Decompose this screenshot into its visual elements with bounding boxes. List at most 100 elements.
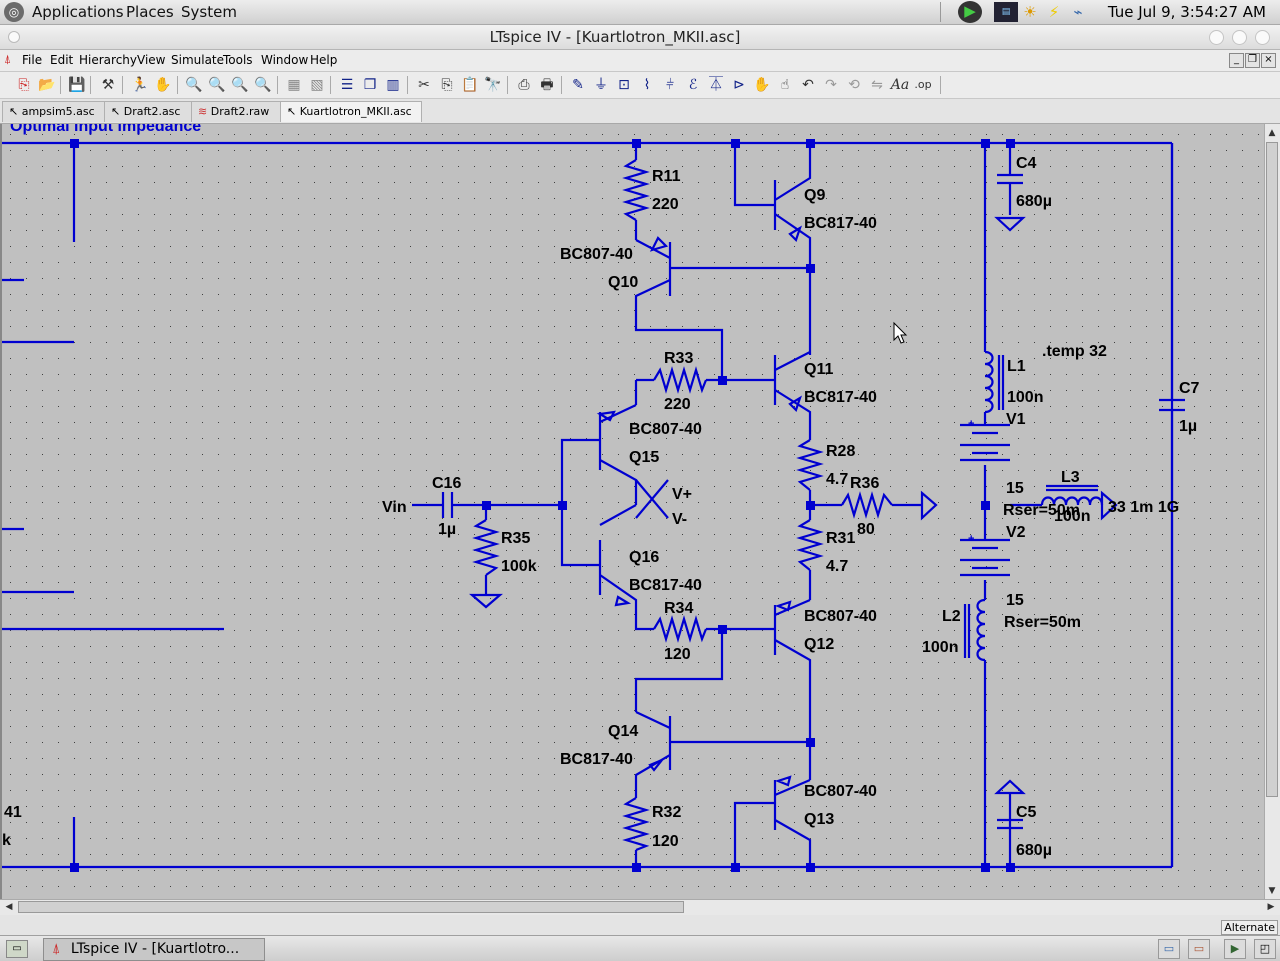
power-icon[interactable]: ⚡	[1048, 3, 1060, 21]
delete-traces-icon[interactable]: ▧	[310, 77, 324, 93]
taskbar-app-button[interactable]: ⍋ LTspice IV - [Kuartlotro...	[43, 938, 265, 961]
toolbar-separator	[330, 76, 331, 94]
text-icon[interactable]: Aa	[890, 77, 910, 93]
find-icon[interactable]: 🔭	[484, 77, 502, 93]
horizontal-scroll-thumb[interactable]	[18, 901, 684, 913]
tab-ampsim5[interactable]: ↖ ampsim5.asc	[2, 101, 108, 122]
menu-tools[interactable]: Tools	[223, 53, 253, 67]
tile-vertical-icon[interactable]: ▥	[386, 77, 400, 93]
tab-label: Draft2.asc	[123, 105, 181, 118]
print-icon[interactable]: 🖶	[540, 77, 554, 93]
close-button[interactable]	[1255, 30, 1270, 45]
ground-icon[interactable]: ⏚	[594, 77, 608, 93]
redo-icon[interactable]: ↷	[825, 77, 837, 93]
workspace-2-icon[interactable]: ▭	[1188, 939, 1210, 959]
network-icon[interactable]: ⌁	[1073, 3, 1083, 21]
r28-name: R28	[826, 443, 855, 460]
pan-icon[interactable]: 🔍	[208, 77, 226, 93]
play-icon[interactable]: ▶	[958, 1, 982, 23]
menu-simulate[interactable]: Simulate	[171, 53, 225, 67]
q11-model: BC817-40	[804, 389, 877, 406]
diode-icon[interactable]: ⏄	[709, 77, 723, 93]
control-panel-icon[interactable]: ⚒	[101, 77, 115, 93]
maximize-button[interactable]	[1232, 30, 1247, 45]
new-schematic-icon[interactable]: ⎘	[18, 77, 30, 93]
rotate-icon[interactable]: ⟲	[848, 77, 860, 93]
trash-icon[interactable]: ◰	[1254, 939, 1276, 959]
c5-name: C5	[1016, 804, 1037, 821]
cut-icon[interactable]: ✂	[418, 77, 430, 93]
scroll-down-arrow-icon[interactable]: ▼	[1268, 886, 1276, 896]
menu-window[interactable]: Window	[261, 53, 309, 67]
scroll-up-arrow-icon[interactable]: ▲	[1268, 128, 1276, 138]
cascade-icon[interactable]: ❐	[363, 77, 377, 93]
scroll-right-arrow-icon[interactable]: ▶	[1267, 902, 1275, 912]
move-icon[interactable]: ✋	[753, 77, 771, 93]
q14-wire	[634, 711, 810, 867]
run-icon[interactable]: 🏃	[131, 77, 149, 93]
save-icon[interactable]: 💾	[68, 77, 86, 93]
menu-view[interactable]: View	[137, 53, 166, 67]
menu-file[interactable]: File	[22, 53, 43, 67]
window-title: LTspice IV - [Kuartlotron_MKII.asc]	[489, 28, 741, 46]
menu-places[interactable]: Places	[126, 3, 174, 21]
status-bar: Alternate	[0, 915, 1280, 935]
zoom-fit-icon[interactable]: 🔍	[254, 77, 272, 93]
zoom-in-icon[interactable]: 🔍	[185, 77, 203, 93]
autorange-icon[interactable]: ▦	[287, 77, 301, 93]
tab-draft2-asc[interactable]: ↖ Draft2.asc	[104, 101, 194, 122]
open-icon[interactable]: 📂	[38, 77, 56, 93]
menu-help[interactable]: Help	[310, 53, 338, 67]
menu-applications[interactable]: Applications	[32, 3, 124, 21]
show-desktop-icon[interactable]: ▭	[6, 940, 28, 958]
edge-number: 41	[4, 804, 22, 821]
menu-system[interactable]: System	[181, 3, 237, 21]
mirror-icon[interactable]: ⇋	[871, 77, 883, 93]
tab-draft2-raw[interactable]: ≋ Draft2.raw	[191, 101, 285, 122]
draw-wire-icon[interactable]: ✎	[572, 77, 584, 93]
label-net-icon[interactable]: ⊡	[618, 77, 630, 93]
scroll-left-arrow-icon[interactable]: ◀	[5, 902, 13, 912]
tab-kuartlotron[interactable]: ↖ Kuartlotron_MKII.asc	[280, 101, 422, 122]
zoom-out-icon[interactable]: 🔍	[231, 77, 249, 93]
r35-name: R35	[501, 530, 530, 547]
tile-horizontal-icon[interactable]: ☰	[340, 77, 354, 93]
schematic-icon: ↖	[111, 105, 121, 118]
l1-value: 100n	[1007, 389, 1043, 406]
window-menu-icon[interactable]	[8, 31, 20, 43]
drag-icon[interactable]: ☝	[780, 77, 790, 93]
window-title-bar[interactable]: LTspice IV - [Kuartlotron_MKII.asc]	[0, 25, 1280, 50]
clock[interactable]: Tue Jul 9, 3:54:27 AM	[1107, 3, 1266, 21]
l3-name: L3	[1061, 469, 1080, 486]
menu-edit[interactable]: Edit	[50, 53, 74, 67]
junction	[731, 139, 740, 148]
undo-icon[interactable]: ↶	[802, 77, 814, 93]
vertical-scroll-thumb[interactable]	[1266, 142, 1278, 797]
resistor-icon[interactable]: ⌇	[643, 77, 651, 93]
mdi-minimize-button[interactable]: _	[1229, 53, 1244, 68]
document-tabs: ↖ ampsim5.asc ↖ Draft2.asc ≋ Draft2.raw …	[0, 99, 1280, 124]
spice-directive-icon[interactable]: .op	[914, 78, 932, 91]
app-icon[interactable]: ⍋	[4, 52, 12, 66]
c16-capacitor	[441, 492, 454, 518]
v1-name: V1	[1006, 411, 1026, 428]
l1-inductor	[984, 350, 1005, 414]
menu-hierarchy[interactable]: Hierarchy	[79, 53, 138, 67]
copy-icon[interactable]: ⎘	[441, 77, 453, 93]
inductor-icon[interactable]: ℰ	[688, 77, 698, 93]
monitor-icon[interactable]: ▤	[994, 2, 1018, 22]
schematic-canvas[interactable]: + + Optimal input impedance R11 220 Q9 B…	[0, 124, 1264, 899]
print-preview-icon[interactable]: ⎙	[518, 77, 530, 93]
mdi-restore-button[interactable]: ❐	[1245, 53, 1260, 68]
component-icon[interactable]: ⊳	[733, 77, 745, 93]
halt-icon[interactable]: ✋	[154, 77, 172, 93]
weather-icon[interactable]: ☀	[1023, 3, 1037, 21]
workspace-1-icon[interactable]: ▭	[1158, 939, 1180, 959]
c4-name: C4	[1016, 155, 1037, 172]
capacitor-icon[interactable]: ⫩	[665, 77, 675, 93]
minimize-button[interactable]	[1209, 30, 1224, 45]
paste-icon[interactable]: 📋	[461, 77, 479, 93]
gnome-foot-icon[interactable]: ◎	[4, 2, 24, 22]
mdi-close-button[interactable]: ×	[1261, 53, 1276, 68]
workspace-3-icon[interactable]: ▶	[1224, 939, 1246, 959]
